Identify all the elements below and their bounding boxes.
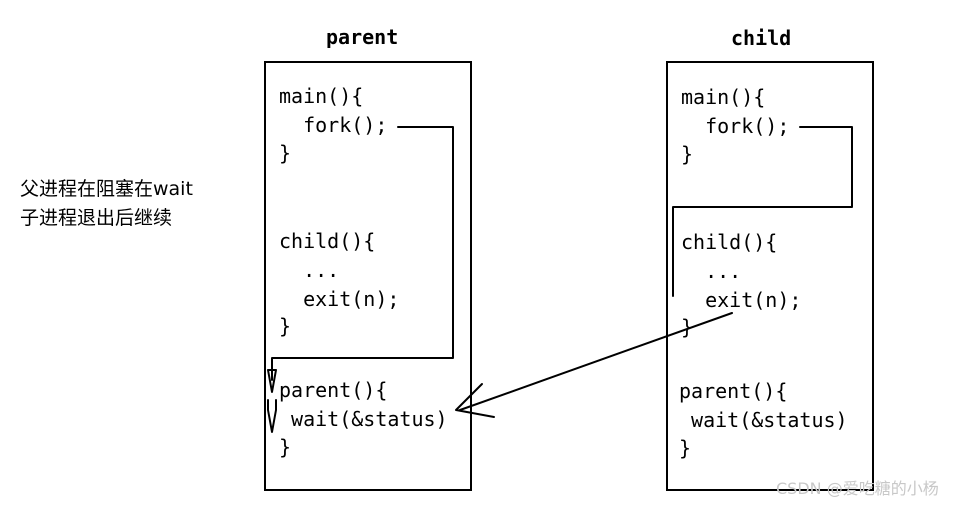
note-line-2: 子进程退出后继续 — [20, 207, 173, 229]
child-code-line: } — [681, 315, 694, 339]
child-code-line: } — [681, 142, 694, 166]
child-code-line: parent(){ — [679, 379, 788, 403]
parent-code-line: } — [279, 141, 292, 165]
child-process-box — [666, 61, 874, 491]
parent-code-line: } — [279, 435, 292, 459]
parent-code-line: wait(&status) — [279, 407, 448, 431]
child-code-line: child(){ — [681, 230, 778, 254]
child-title: child — [731, 26, 792, 50]
parent-code-line: child(){ — [279, 229, 376, 253]
exit-to-wait-arrow-shaft — [459, 312, 733, 411]
child-fork-flow-line — [672, 126, 853, 297]
parent-code-line: parent(){ — [279, 378, 388, 402]
child-code-line: wait(&status) — [679, 408, 848, 432]
watermark: CSDN @爱吃糖的小杨 — [776, 479, 939, 498]
parent-fork-flow-line — [271, 126, 454, 381]
parent-code-line: main(){ — [279, 84, 364, 108]
parent-code-line: } — [279, 314, 292, 338]
parent-process-box — [264, 61, 472, 491]
note-line-1: 父进程在阻塞在wait — [20, 178, 193, 200]
child-code-line: } — [679, 436, 692, 460]
parent-title: parent — [326, 25, 399, 49]
parent-code-line: exit(n); — [279, 287, 400, 311]
parent-flow-arrow-1 — [267, 369, 277, 393]
exit-to-wait-arrowhead — [455, 383, 495, 418]
child-code-line: fork(); — [681, 114, 790, 138]
parent-flow-arrow-2 — [267, 399, 277, 433]
parent-code-line: fork(); — [279, 113, 388, 137]
child-code-line: ... — [681, 259, 742, 283]
parent-code-line: ... — [279, 258, 340, 282]
child-code-line: exit(n); — [681, 288, 802, 312]
child-code-line: main(){ — [681, 85, 766, 109]
